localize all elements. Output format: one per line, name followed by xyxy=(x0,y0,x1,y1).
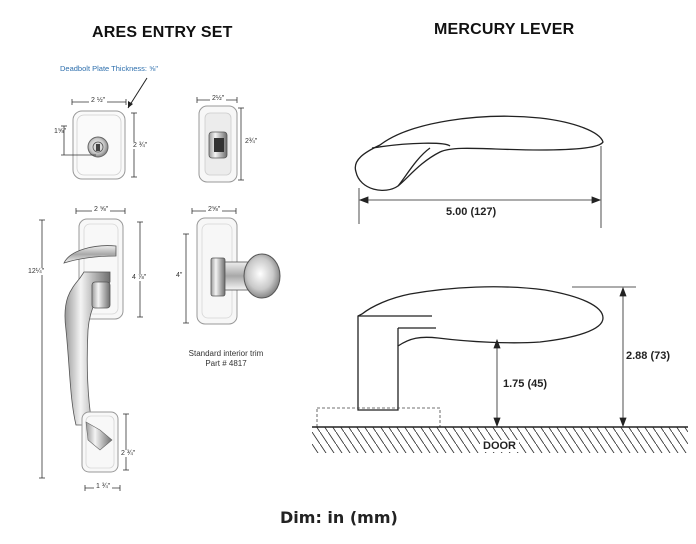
handle-bottom-width-label: 1 ¾" xyxy=(94,483,113,490)
ares-entry-set-title: ARES ENTRY SET xyxy=(92,24,233,41)
interior-height-label: 4" xyxy=(176,272,183,279)
deadbolt-front-view xyxy=(61,99,137,180)
interior-trim-caption: Standard interior trim Part # 4817 xyxy=(178,349,274,369)
handle-overall-height-label: 12¼" xyxy=(28,268,45,275)
lever-side-view xyxy=(357,286,604,411)
lever-height-low-label: 1.75 (45) xyxy=(503,378,548,390)
deadbolt-side-view xyxy=(196,97,244,183)
units-footer: Dim: in (mm) xyxy=(280,508,398,527)
deadbolt-front-height-label: 2 ¾" xyxy=(133,142,148,149)
interior-trim-caption-line2: Part # 4817 xyxy=(205,359,247,368)
lever-length-label: 5.00 (127) xyxy=(446,206,497,218)
handle-bottom-height-label: 2 ¾" xyxy=(121,450,136,457)
deadbolt-side-width-label: 2½" xyxy=(210,95,227,102)
lever-top-view xyxy=(354,115,604,191)
deadbolt-thickness-note: Deadbolt Plate Thickness: ⅝" xyxy=(60,64,158,73)
handle-top-height-label: 4 ⅞" xyxy=(132,274,147,281)
handleset-front-view xyxy=(39,208,143,491)
interior-trim-side-view xyxy=(183,208,281,325)
height-dimensions xyxy=(493,286,636,428)
deadbolt-side-height-label: 2¾" xyxy=(245,138,258,145)
mercury-lever-title: MERCURY LEVER xyxy=(434,21,575,38)
lever-height-high-label: 2.88 (73) xyxy=(626,350,671,362)
door-label: DOOR xyxy=(480,440,519,452)
interior-trim-caption-line1: Standard interior trim xyxy=(188,349,264,358)
deadbolt-note-arrow xyxy=(127,77,148,109)
deadbolt-front-width-label: 2 ½" xyxy=(89,97,108,104)
deadbolt-backset-label: 1⅝" xyxy=(54,128,67,135)
rose-outline xyxy=(316,407,441,428)
handle-top-width-label: 2 ⅝" xyxy=(92,206,111,213)
interior-width-label: 2⅝" xyxy=(206,206,223,213)
length-dimension xyxy=(358,146,602,228)
